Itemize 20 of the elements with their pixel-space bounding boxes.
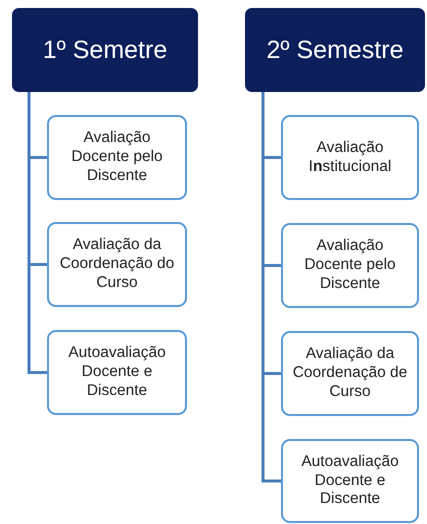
connector-line	[28, 92, 47, 374]
evaluation-box	[281, 115, 419, 200]
evaluation-box	[47, 330, 187, 415]
evaluation-label: Avaliação da Coordenação de Curso	[292, 345, 408, 402]
semester-title: 2º Semestre	[266, 36, 404, 64]
evaluation-label: Autoavaliação Docente e Discente	[300, 452, 400, 510]
semester-title: 1º Semetre	[42, 36, 168, 64]
evaluation-box	[47, 115, 187, 200]
evaluation-label: Autoavaliação Docente e Discente	[67, 344, 167, 401]
connector-line	[262, 92, 281, 482]
evaluation-box	[281, 223, 419, 308]
semester-header-box	[245, 8, 425, 92]
semester-header-box	[12, 8, 198, 92]
evaluation-label: Avaliação da Coordenação do Curso	[58, 236, 176, 293]
evaluation-box	[281, 439, 419, 523]
evaluation-box	[47, 222, 187, 307]
evaluation-box	[281, 331, 419, 416]
evaluation-label: Avaliação Institucional	[308, 138, 392, 176]
evaluation-label: Avaliação Docente pelo Discente	[303, 237, 397, 294]
evaluation-label: Avaliação Docente pelo Discente	[70, 129, 164, 186]
